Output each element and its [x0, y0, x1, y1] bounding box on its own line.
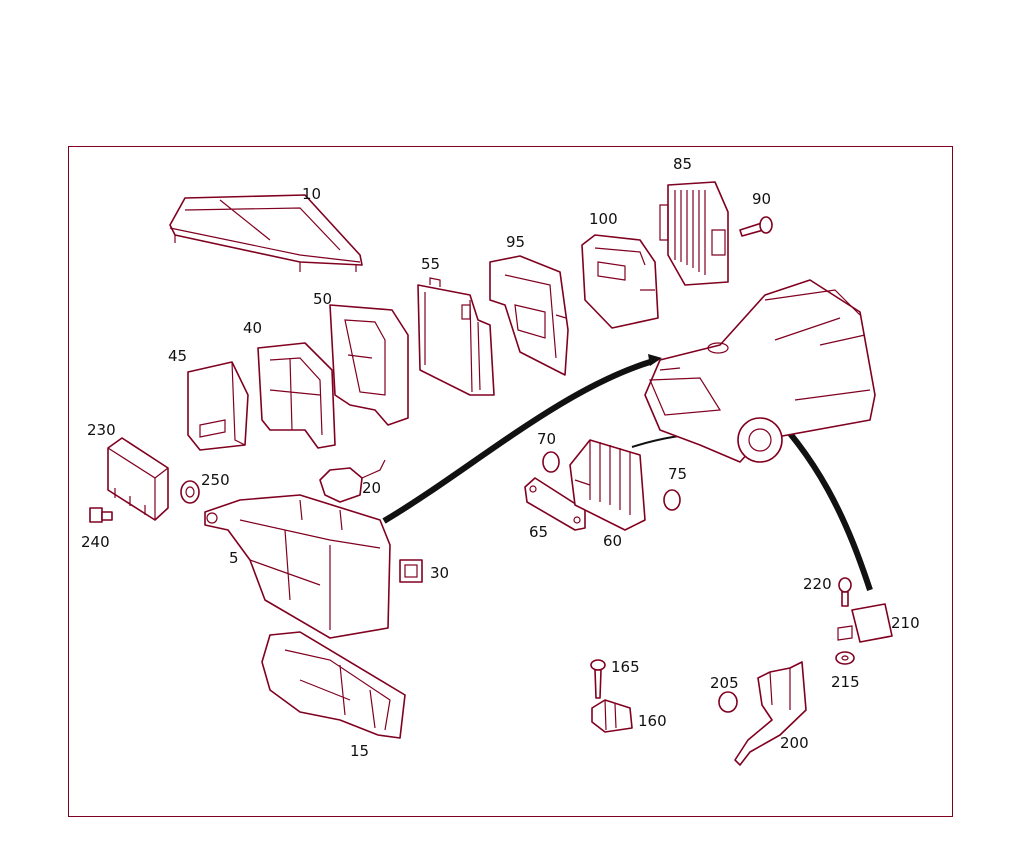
part-205-nut — [718, 691, 738, 713]
part-240-bolt — [89, 507, 113, 523]
label-205: 205 — [710, 674, 739, 692]
label-250: 250 — [201, 471, 230, 489]
part-45-module — [187, 361, 249, 451]
label-55: 55 — [421, 255, 440, 273]
label-20: 20 — [362, 479, 381, 497]
label-30: 30 — [430, 564, 449, 582]
arrow-fusebox-to-car — [382, 359, 651, 524]
label-200: 200 — [780, 734, 809, 752]
label-85: 85 — [673, 155, 692, 173]
part-55-ecu — [417, 277, 495, 396]
part-95-ecu-bracket — [489, 255, 569, 376]
label-95: 95 — [506, 233, 525, 251]
part-10-cover — [169, 194, 363, 272]
label-215: 215 — [831, 673, 860, 691]
part-20-sensor — [319, 459, 386, 503]
part-70-nut — [542, 451, 560, 473]
label-65: 65 — [529, 523, 548, 541]
part-60-relay-module — [569, 439, 646, 531]
part-5-housing — [204, 494, 391, 639]
label-60: 60 — [603, 532, 622, 550]
diagram-frame — [68, 146, 953, 817]
label-5: 5 — [229, 549, 239, 567]
label-220: 220 — [803, 575, 832, 593]
part-50-bracket — [329, 304, 409, 426]
part-200-bracket — [734, 661, 807, 766]
label-10: 10 — [302, 185, 321, 203]
label-100: 100 — [589, 210, 618, 228]
part-250-nut — [180, 480, 200, 504]
label-45: 45 — [168, 347, 187, 365]
label-40: 40 — [243, 319, 262, 337]
part-220-bolt — [838, 577, 852, 607]
label-50: 50 — [313, 290, 332, 308]
label-230: 230 — [87, 421, 116, 439]
part-160-connector — [591, 699, 633, 733]
label-165: 165 — [611, 658, 640, 676]
part-210-horn — [837, 603, 893, 643]
part-30-clip — [399, 559, 423, 583]
part-165-screw — [590, 659, 606, 699]
part-230-relay — [107, 437, 169, 521]
label-15: 15 — [350, 742, 369, 760]
label-240: 240 — [81, 533, 110, 551]
part-90-screw — [739, 216, 773, 237]
label-75: 75 — [668, 465, 687, 483]
car-illustration — [644, 279, 876, 463]
arrowhead-fusebox — [648, 354, 662, 366]
part-65-plate — [524, 477, 586, 531]
part-215-washer — [835, 651, 855, 665]
part-85-control-unit — [659, 181, 729, 286]
part-labels: 10 85 90 100 95 55 50 40 45 230 250 240 … — [81, 155, 920, 760]
label-160: 160 — [638, 712, 667, 730]
part-15-tray — [261, 631, 406, 739]
part-75-nut — [663, 489, 681, 511]
part-40-frame — [257, 342, 336, 449]
label-70: 70 — [537, 430, 556, 448]
label-90: 90 — [752, 190, 771, 208]
label-210: 210 — [891, 614, 920, 632]
part-100-control-unit — [581, 234, 659, 329]
